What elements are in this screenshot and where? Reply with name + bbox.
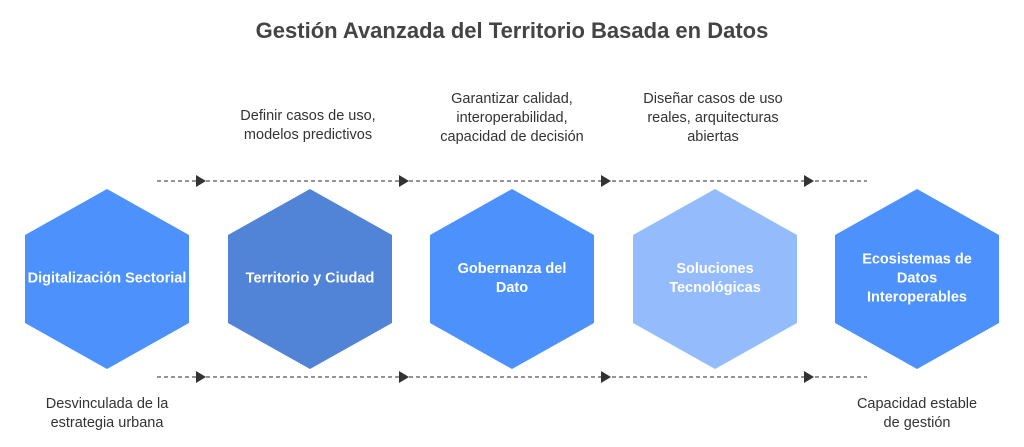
stage-hexagon [25, 189, 189, 369]
arrow-head-icon [399, 175, 409, 187]
stage-label: Digitalización Sectorial [27, 270, 187, 287]
arrow-head-icon [601, 371, 611, 383]
bottom-note: Capacidad estable de gestión [856, 396, 978, 431]
stage-label: Gobernanza del Dato [457, 261, 567, 296]
stage-label: Territorio y Ciudad [245, 270, 375, 287]
arrow-head-icon [804, 175, 814, 187]
arrow-head-icon [399, 371, 409, 383]
top-note: Diseñar casos de uso reales, arquitectur… [643, 91, 783, 145]
stage-hexagon [430, 189, 594, 369]
arrow-head-icon [601, 175, 611, 187]
stage-label: Soluciones Tecnológicas [669, 261, 761, 296]
stage-hexagon [228, 189, 392, 369]
stage-hexagon [633, 189, 797, 369]
top-note: Definir casos de uso, modelos predictivo… [240, 108, 376, 143]
diagram-title: Gestión Avanzada del Territorio Basada e… [255, 18, 769, 43]
arrow-head-icon [804, 371, 814, 383]
stage-hexagon [835, 189, 999, 369]
arrow-head-icon [196, 175, 206, 187]
bottom-note: Desvinculada de la estrategia urbana [45, 396, 169, 431]
stage-label: Ecosistemas de Datos Interoperables [862, 251, 972, 306]
arrow-head-icon [196, 371, 206, 383]
top-note: Garantizar calidad, interoperabilidad, c… [440, 91, 584, 145]
